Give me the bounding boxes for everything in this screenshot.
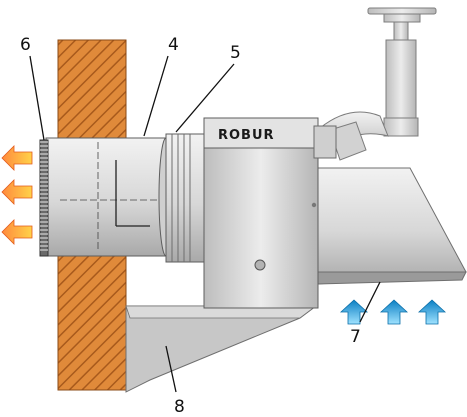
callout-4-leader <box>143 55 169 137</box>
cold-air-in-arrow-icon <box>339 299 369 325</box>
callout-7: 7 <box>350 327 361 347</box>
sleeve-coupling <box>165 133 205 263</box>
support-bracket <box>125 305 318 393</box>
warm-air-out-arrow-icon <box>1 179 33 205</box>
cold-air-in-arrow-icon <box>417 299 447 325</box>
heater-indicator <box>254 259 266 271</box>
callout-4: 4 <box>168 35 179 55</box>
callout-6-leader <box>29 55 45 141</box>
callout-7-leader <box>359 281 381 323</box>
outlet-grille <box>39 139 49 257</box>
warm-air-out-arrow-icon <box>1 219 33 245</box>
cold-air-in-arrow-icon <box>379 299 409 325</box>
heater-unit <box>203 117 337 309</box>
callout-5: 5 <box>230 43 241 63</box>
callout-8: 8 <box>174 397 185 417</box>
callout-5-leader <box>175 63 235 133</box>
callout-6: 6 <box>20 35 31 55</box>
flue-chimney <box>319 7 437 161</box>
callout-8-leader <box>165 345 177 393</box>
brand-logo: ROBUR <box>218 128 275 143</box>
wall-sleeve <box>45 137 174 257</box>
air-intake-hood <box>317 167 467 285</box>
warm-air-out-arrow-icon <box>1 145 33 171</box>
